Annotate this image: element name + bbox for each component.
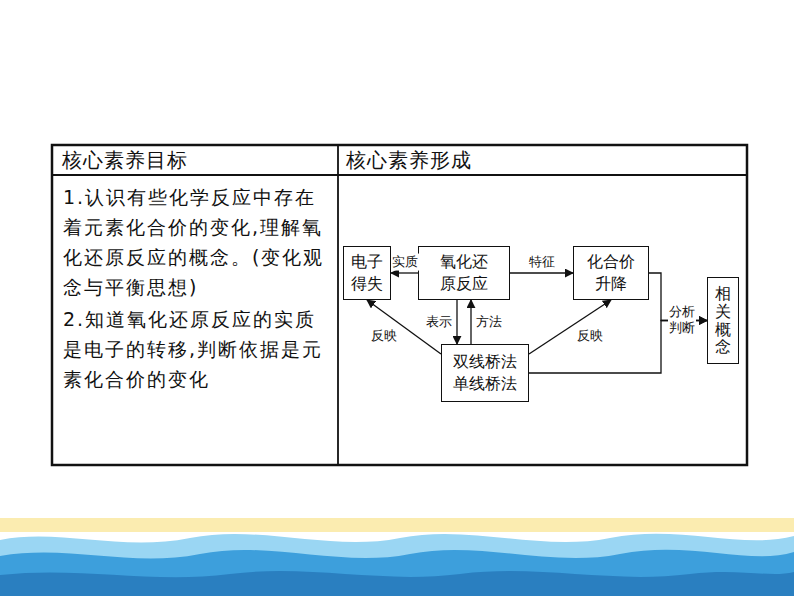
table-row-line [52,174,747,176]
table-header: 核心素养形成 [346,149,736,171]
arrow-connector [456,300,457,344]
arrow-connector [510,272,573,273]
concept-box: 双线桥法 单线桥法 [441,344,529,402]
concept-box: 电子得失 [343,246,391,300]
concept-box: 氧化还原反应 [418,246,510,300]
concept-box: 化合价升降 [573,246,649,300]
concept-box: 相关概念 [707,277,739,364]
arrow-connector [529,300,611,354]
edge-label: 反映 [370,328,398,345]
concept-text: 电子得失 [351,251,383,294]
table-header: 核心素养目标 [62,149,332,171]
goal-text: 1.认识有些化学反应中存在着元素化合价的变化,理解氧化还原反应的概念。(变化观念… [63,182,335,302]
concept-text: 相关概念 [715,285,731,355]
concept-text: 双线桥法 单线桥法 [453,351,517,394]
edge-label: 表示 [425,314,453,331]
concept-text: 化合价升降 [587,251,635,294]
edge-label: 方法 [475,314,503,331]
table-border [52,145,747,465]
edge-label: 反映 [576,328,604,345]
wave-deep [0,571,794,596]
yellow-band [0,518,794,532]
table-column-line [337,145,339,465]
arrow-connector [470,300,471,344]
edge-label: 实质 [391,254,419,271]
edge-label: 分析 判断 [668,304,696,338]
wave-light [0,534,794,596]
concept-text: 氧化还原反应 [440,251,488,294]
wave-dark [0,550,794,596]
goal-text: 2.知道氧化还原反应的实质是电子的转移,判断依据是元素化合价的变化 [63,304,335,394]
edge-label: 特征 [528,254,556,271]
arrow-connector [391,272,418,273]
